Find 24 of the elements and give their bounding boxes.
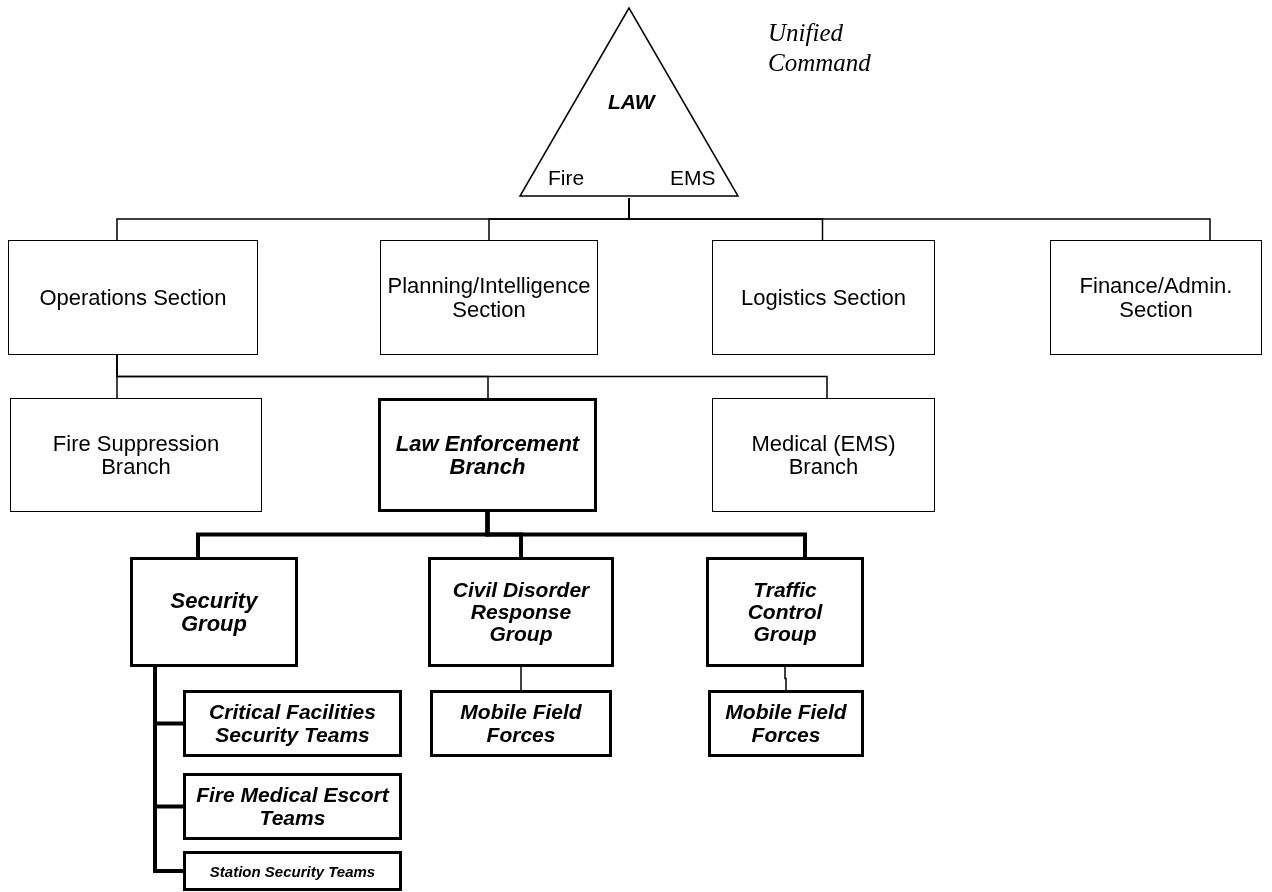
connector-line bbox=[485, 512, 807, 557]
org-box: Mobile Field Forces bbox=[708, 690, 864, 757]
org-box: Finance/Admin. Section bbox=[1050, 240, 1262, 355]
org-box: Security Group bbox=[130, 557, 298, 667]
org-box: Operations Section bbox=[8, 240, 258, 355]
org-box: Fire Suppression Branch bbox=[10, 398, 262, 512]
org-box: Logistics Section bbox=[712, 240, 935, 355]
triangle-label: EMS bbox=[670, 166, 716, 190]
connector-line bbox=[153, 667, 183, 873]
org-box: Civil Disorder Response Group bbox=[428, 557, 614, 667]
connector-line bbox=[116, 354, 828, 399]
org-box: Critical Facilities Security Teams bbox=[183, 690, 402, 757]
org-box: Traffic Control Group bbox=[706, 557, 864, 667]
org-box: Station Security Teams bbox=[183, 851, 402, 891]
org-box: Mobile Field Forces bbox=[430, 690, 612, 757]
connector-line bbox=[520, 666, 522, 691]
side-caption: Unified Command bbox=[768, 18, 872, 78]
org-box: Medical (EMS) Branch bbox=[712, 398, 935, 512]
org-box: Planning/Intelligence Section bbox=[380, 240, 598, 355]
triangle-label: Fire bbox=[548, 166, 585, 190]
org-box: Fire Medical Escort Teams bbox=[183, 773, 402, 840]
org-box: Law Enforcement Branch bbox=[378, 398, 597, 512]
connector-line bbox=[784, 666, 787, 691]
triangle-label: LAW bbox=[608, 90, 655, 114]
